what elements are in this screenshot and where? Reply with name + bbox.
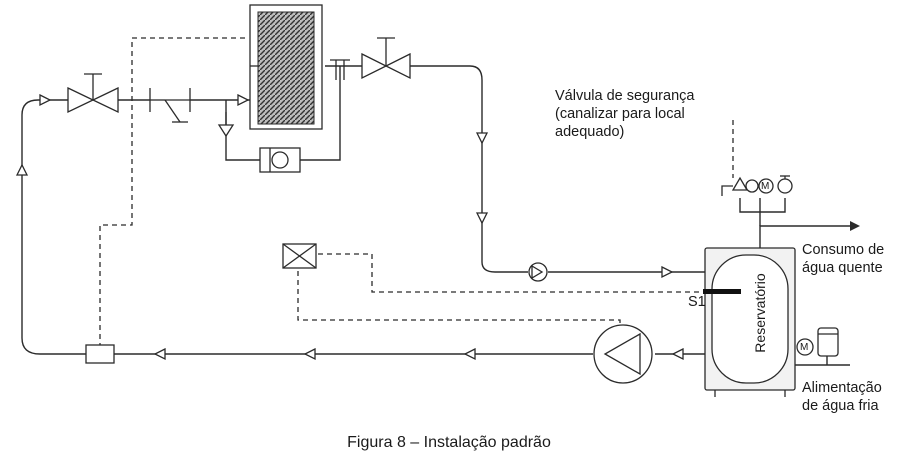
- solar-collector: [249, 4, 323, 130]
- cold-water-pipe: [795, 355, 850, 366]
- safety-valve-group: [721, 120, 793, 196]
- collector-vent: [330, 59, 350, 80]
- flow-arrow: [661, 265, 674, 279]
- circulation-pump: [593, 324, 653, 384]
- hot-water-pipe: [739, 198, 850, 248]
- figure-caption: Figura 8 – Instalação padrão: [347, 434, 551, 451]
- flow-arrow: [303, 347, 316, 361]
- strainer-filter: [149, 88, 191, 123]
- flow-arrow: [671, 347, 684, 361]
- isolation-valve-left: [67, 73, 119, 114]
- sensor-s1-label: S1: [688, 294, 706, 310]
- safety-valve-label-line2: (canalizar para local: [555, 106, 685, 122]
- control-lines: [99, 37, 705, 345]
- isolation-valve-right: [361, 37, 411, 80]
- flow-arrow: [153, 347, 166, 361]
- hot-water-label-line1: Consumo de: [802, 242, 885, 258]
- flow-arrow: [15, 163, 29, 176]
- controller-box: [282, 243, 317, 269]
- flow-arrow: [39, 93, 52, 107]
- flow-arrows: [15, 93, 684, 361]
- drain-valve: [217, 112, 235, 138]
- safety-valve-label-line1: Válvula de segurança: [555, 88, 695, 104]
- cold-water-meter: [796, 338, 814, 356]
- hot-water-arrow: [850, 221, 860, 231]
- check-valve: [259, 147, 301, 173]
- hot-water-label-line2: água quente: [802, 260, 883, 276]
- cold-water-label-line2: de água fria: [802, 398, 879, 414]
- safety-valve-label-line3: adequado): [555, 124, 625, 140]
- storage-tank: [704, 247, 796, 397]
- cold-meter-symbol: M: [800, 342, 809, 353]
- flow-meter-box: [85, 344, 115, 364]
- pressure-meter: [758, 178, 774, 194]
- tank-label: Reservatório: [752, 273, 768, 353]
- cold-water-label-line1: Alimentação: [802, 380, 882, 396]
- sensor-s1: [703, 289, 741, 294]
- pressure-meter-symbol: M: [761, 181, 770, 192]
- flow-arrow: [463, 347, 476, 361]
- expansion-vessel: [817, 327, 839, 357]
- flow-arrow: [475, 132, 489, 145]
- check-valve-loop: [528, 262, 548, 282]
- flow-arrow: [237, 93, 250, 107]
- flow-arrow: [475, 212, 489, 225]
